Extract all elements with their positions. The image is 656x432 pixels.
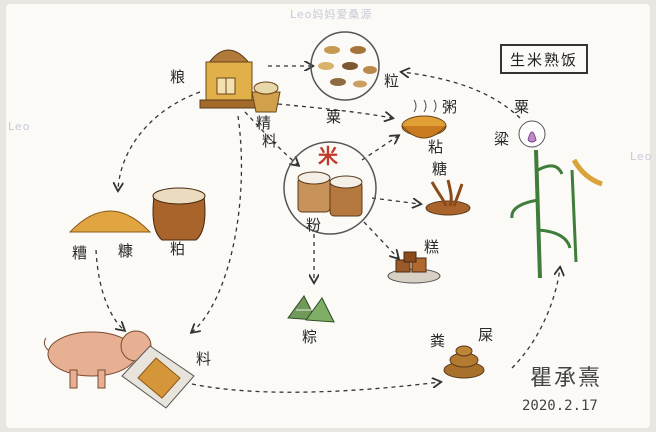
label-granary: 粮 xyxy=(170,68,186,86)
label-zao: 糟 xyxy=(72,244,88,262)
watermark-left: Leo xyxy=(8,120,31,133)
label-su-top: 粟 xyxy=(326,108,342,126)
watermark-right: Leo xyxy=(630,150,653,163)
label-fen: 粉 xyxy=(306,216,322,234)
label-zhou: 粥 xyxy=(442,98,458,116)
mi-circle xyxy=(283,141,377,235)
grain-piles-icon xyxy=(318,46,377,88)
date-stamp: 2020.2.17 xyxy=(522,398,598,414)
diagram-title: 生米熟饭 xyxy=(500,44,588,74)
label-liang: 粱 xyxy=(494,130,510,148)
arrow-plant-to-grains xyxy=(402,72,521,119)
label-tang: 糖 xyxy=(432,160,448,178)
label-shi: 屎 xyxy=(478,326,494,344)
corn-plant-icon xyxy=(510,120,603,279)
arrow-granary-to-zao xyxy=(118,91,201,190)
congee-pot-icon xyxy=(401,99,447,139)
arrow-mi-to-tang xyxy=(371,197,420,204)
label-fen-dung: 粪 xyxy=(430,332,446,350)
arrow-feed-to-dung xyxy=(191,382,440,393)
dung-icon xyxy=(443,345,485,379)
label-mi: 米 xyxy=(318,144,338,168)
paper-sheet xyxy=(6,4,650,428)
zongzi-icon xyxy=(287,295,335,323)
arrow-granary-to-liao xyxy=(192,115,243,332)
flow-arrows xyxy=(95,66,560,393)
label-po: 粕 xyxy=(170,240,186,258)
rice-cake-icon xyxy=(387,251,441,284)
label-liao-feed: 料 xyxy=(196,350,212,368)
watermark-top: Leo妈妈爱桑源 xyxy=(290,8,373,21)
grain-basket-icon xyxy=(251,81,281,113)
arrow-dung-to-plant xyxy=(511,268,560,369)
malt-sugar-icon xyxy=(425,179,471,216)
rice-sacks-icon xyxy=(297,171,363,217)
granary-icon xyxy=(199,49,259,109)
label-su-plant: 粟 xyxy=(514,98,530,116)
arrow-zao-to-pig xyxy=(95,249,124,330)
grains-circle xyxy=(310,31,380,101)
label-nian: 粘 xyxy=(428,138,444,156)
label-jing: 精 xyxy=(256,114,272,132)
label-gao: 糕 xyxy=(424,238,440,256)
feed-trough-icon xyxy=(121,345,195,409)
bran-pile-icon xyxy=(68,210,152,233)
arrow-mi-to-gao xyxy=(363,221,398,258)
jar-icon xyxy=(152,187,206,241)
label-kang: 糠 xyxy=(118,242,134,260)
label-grain-pile: 粒 xyxy=(384,72,400,90)
signature: 瞿承熹 xyxy=(530,366,603,391)
label-zong: 粽 xyxy=(302,328,318,346)
label-liao-jing: 料 xyxy=(262,132,278,150)
